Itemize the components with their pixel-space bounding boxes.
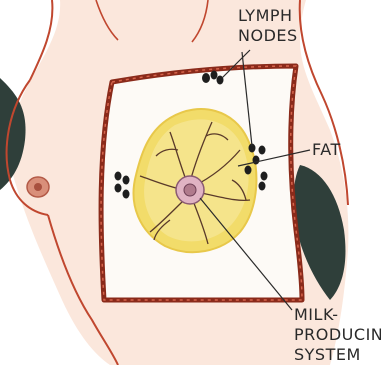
lymph-nodes-label-line-2: NODES	[238, 26, 298, 46]
nipple	[184, 184, 196, 196]
lymph-node	[211, 71, 218, 80]
lymph-node	[261, 172, 268, 181]
lymph-nodes-label: LYMPH NODES	[238, 6, 298, 46]
lymph-node	[202, 73, 210, 83]
milk-label-line-2: PRODUCING	[294, 325, 381, 345]
lymph-node	[123, 176, 130, 185]
milk-label-line-3: SYSTEM	[294, 345, 381, 365]
fat-label: FAT	[312, 140, 341, 160]
lymph-node	[115, 184, 122, 193]
lymph-node	[245, 166, 252, 175]
lymph-node	[115, 172, 122, 181]
lymph-node	[259, 146, 266, 155]
milk-producing-system-label: MILK- PRODUCING SYSTEM	[294, 305, 381, 365]
milk-label-line-1: MILK-	[294, 305, 381, 325]
lymph-node	[123, 190, 130, 199]
lymph-nodes-label-line-1: LYMPH	[238, 6, 298, 26]
lymph-node	[259, 182, 266, 191]
